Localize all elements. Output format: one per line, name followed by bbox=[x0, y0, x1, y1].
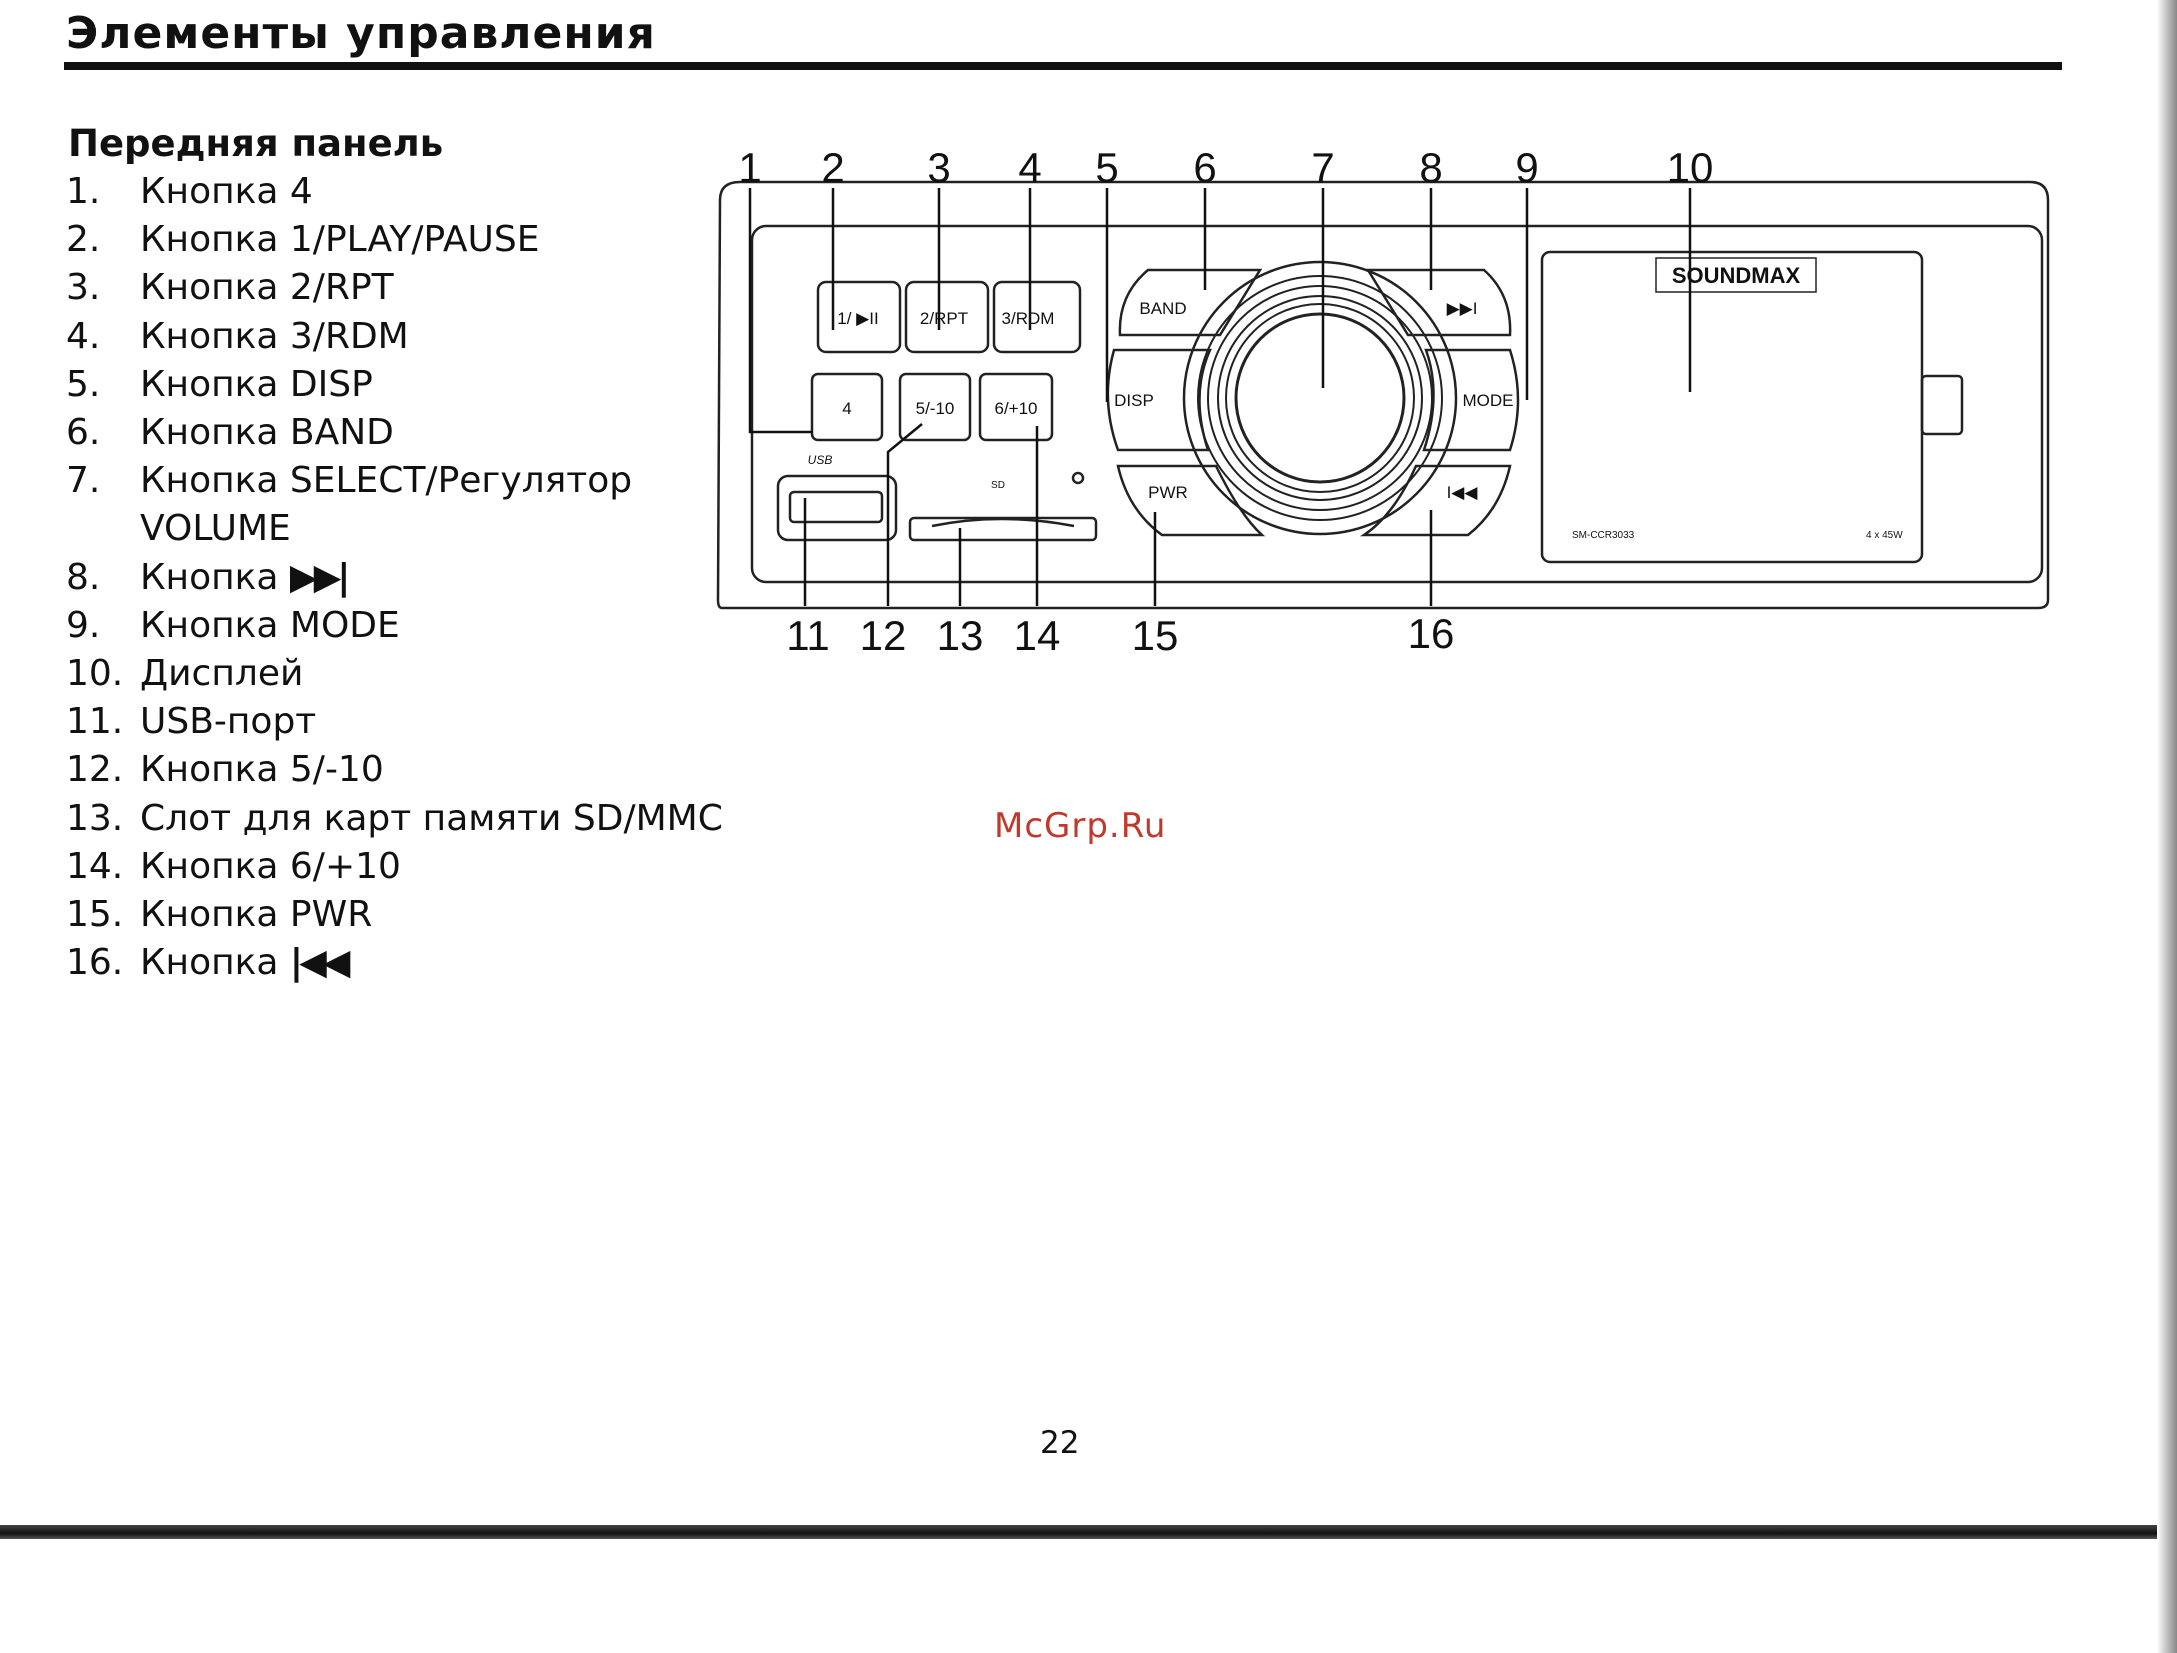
callout-3: 3 bbox=[927, 144, 950, 191]
list-item: 1.Кнопка 4 bbox=[66, 171, 313, 212]
button-3-rdm bbox=[992, 280, 1082, 354]
band-label: BAND bbox=[1139, 299, 1186, 318]
list-item: 15.Кнопка PWR bbox=[66, 894, 373, 936]
callout-15: 15 bbox=[1132, 612, 1179, 659]
list-item: 8.Кнопка ▶▶| bbox=[66, 556, 350, 598]
volume-knob-ring bbox=[1217, 295, 1423, 501]
list-item: 10.Дисплей bbox=[66, 653, 304, 695]
callout-12: 12 bbox=[860, 612, 907, 659]
title-rule bbox=[64, 62, 2062, 70]
callout-5: 5 bbox=[1095, 144, 1118, 191]
page-number: 22 bbox=[1040, 1425, 1080, 1461]
callout-6: 6 bbox=[1193, 144, 1216, 191]
next-track-label: ▶▶I bbox=[1447, 299, 1478, 318]
panel-inner-frame bbox=[750, 224, 2044, 584]
list-item: 13.Слот для карт памяти SD/MMC bbox=[66, 797, 723, 839]
brand-badge bbox=[1655, 257, 1817, 293]
model-number: SM-CCR3033 bbox=[1572, 530, 1635, 541]
watermark: McGrp.Ru bbox=[994, 806, 1167, 846]
power-rating: 4 x 45W bbox=[1866, 530, 1903, 541]
mode-label: MODE bbox=[1463, 391, 1514, 410]
list-item: 16.Кнопка |◀◀ bbox=[66, 942, 350, 984]
button-6 bbox=[978, 372, 1054, 442]
callout-4: 4 bbox=[1018, 144, 1041, 191]
button-6-label: 6/+10 bbox=[994, 399, 1037, 418]
page-edge-shadow bbox=[2157, 0, 2177, 1653]
list-item: 11.USB-порт bbox=[66, 701, 317, 743]
button-2-label: 2/RPT bbox=[920, 309, 968, 328]
pwr-button bbox=[1116, 464, 1266, 537]
volume-knob-ring-outer bbox=[1182, 260, 1458, 536]
band-button bbox=[1118, 268, 1263, 337]
button-4-label: 4 bbox=[842, 399, 851, 418]
callout-16: 16 bbox=[1408, 610, 1455, 657]
sd-label: SD bbox=[991, 480, 1005, 491]
list-item: 5.Кнопка DISP bbox=[66, 363, 373, 405]
button-5 bbox=[898, 372, 972, 442]
volume-knob-ring bbox=[1225, 303, 1415, 493]
panel-outer-frame bbox=[716, 180, 2050, 610]
brand-logo: SOUNDMAX bbox=[1672, 263, 1801, 288]
sd-slot bbox=[908, 516, 1098, 542]
callout-2: 2 bbox=[821, 144, 844, 191]
list-item: 12.Кнопка 5/-10 bbox=[66, 749, 384, 791]
callout-1: 1 bbox=[738, 144, 761, 191]
section-title: Передняя панель bbox=[68, 122, 444, 165]
page-title: Элементы управления bbox=[66, 8, 656, 59]
volume-knob-ring bbox=[1207, 285, 1433, 511]
front-panel-diagram: 1 2 3 4 5 6 7 8 9 10 11 12 13 14 15 16 1… bbox=[716, 144, 2050, 659]
disp-label: DISP bbox=[1114, 391, 1154, 410]
button-4 bbox=[810, 372, 884, 442]
callout-line-12 bbox=[886, 423, 923, 606]
list-item: 4.Кнопка 3/RDM bbox=[66, 315, 409, 357]
callout-14: 14 bbox=[1014, 612, 1061, 659]
pwr-label: PWR bbox=[1148, 483, 1188, 502]
list-item: 6.Кнопка BAND bbox=[66, 412, 394, 454]
previous-track-icon: |◀◀ bbox=[289, 942, 350, 984]
volume-knob-ring bbox=[1197, 275, 1443, 521]
list-item: 7.Кнопка SELECT/Регулятор VOLUME bbox=[66, 460, 633, 550]
disp-button bbox=[1106, 348, 1212, 452]
callout-10: 10 bbox=[1667, 144, 1714, 191]
button-3-label: 3/RDM bbox=[1002, 309, 1055, 328]
bottom-rule bbox=[0, 1525, 2177, 1539]
display-area bbox=[1540, 250, 1924, 564]
list-item: 3.Кнопка 2/RPT bbox=[66, 267, 394, 309]
volume-knob-center bbox=[1234, 312, 1406, 484]
list-item: 2.Кнопка 1/PLAY/PAUSE bbox=[66, 219, 540, 261]
mode-button bbox=[1422, 348, 1520, 452]
callout-13: 13 bbox=[937, 612, 984, 659]
callout-8: 8 bbox=[1419, 144, 1442, 191]
button-5-label: 5/-10 bbox=[916, 399, 955, 418]
button-1-play-pause bbox=[816, 280, 902, 354]
usb-label: USB bbox=[808, 453, 833, 467]
callout-7: 7 bbox=[1311, 144, 1334, 191]
callout-line-1 bbox=[748, 188, 812, 434]
control-legend-list: 1.Кнопка 4 2.Кнопка 1/PLAY/PAUSE 3.Кнопк… bbox=[66, 168, 740, 987]
callout-9: 9 bbox=[1515, 144, 1538, 191]
release-button bbox=[1920, 374, 1964, 436]
list-item: 9.Кнопка MODE bbox=[66, 604, 400, 646]
sd-slot-lip bbox=[931, 517, 1075, 528]
next-track-icon: ▶▶| bbox=[289, 556, 350, 598]
callout-11: 11 bbox=[786, 612, 830, 659]
indicator-led bbox=[1071, 471, 1085, 485]
usb-port-socket bbox=[788, 490, 884, 524]
button-1-label: 1/ ▶II bbox=[837, 309, 878, 328]
usb-port bbox=[776, 474, 898, 542]
list-item: 14.Кнопка 6/+10 bbox=[66, 845, 401, 887]
button-2-rpt bbox=[904, 280, 990, 354]
prev-track-label: I◀◀ bbox=[1447, 483, 1479, 502]
next-track-button bbox=[1365, 268, 1512, 337]
prev-track-button bbox=[1359, 464, 1512, 537]
